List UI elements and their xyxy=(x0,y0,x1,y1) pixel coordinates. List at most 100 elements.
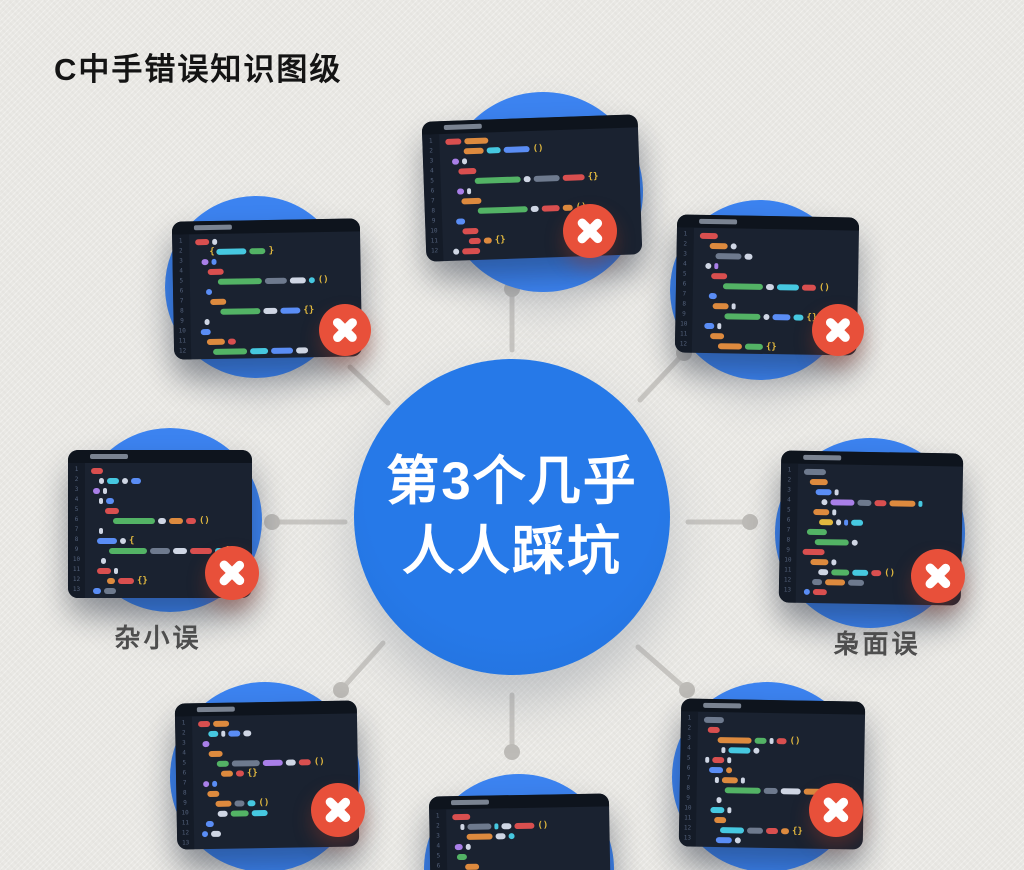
code-token xyxy=(715,837,732,844)
code-token xyxy=(122,478,128,484)
code-token xyxy=(195,239,210,246)
connector-line xyxy=(338,640,386,693)
x-icon xyxy=(319,304,371,356)
code-token xyxy=(717,323,722,330)
code-token xyxy=(746,827,764,834)
line-number: 9 xyxy=(180,317,184,325)
code-token xyxy=(461,158,468,165)
line-number: 12 xyxy=(783,576,792,584)
code-token xyxy=(454,843,463,851)
code-token xyxy=(740,777,745,784)
code-token xyxy=(765,283,775,291)
line-number: 1 xyxy=(687,714,692,722)
code-token xyxy=(477,206,528,214)
code-token xyxy=(169,518,183,524)
line-number: 1 xyxy=(435,812,440,820)
error-badge xyxy=(563,204,617,258)
line-number: 10 xyxy=(72,556,81,563)
code-token xyxy=(234,800,245,807)
code-token xyxy=(466,188,472,195)
code-token xyxy=(714,263,719,270)
code-token xyxy=(114,568,118,574)
code-token xyxy=(754,737,767,744)
code-token xyxy=(464,137,489,145)
code-token xyxy=(465,863,480,870)
code-token xyxy=(851,539,858,546)
code-token xyxy=(474,176,521,184)
code-token xyxy=(453,248,460,255)
code-token xyxy=(486,147,501,154)
code-token xyxy=(104,588,116,594)
line-number: 8 xyxy=(786,536,791,544)
center-topic-circle: 第3个几乎 人人踩坑 xyxy=(354,359,670,675)
page-title: C中手错误知识图级 xyxy=(54,52,343,87)
code-line xyxy=(453,860,604,870)
code-token xyxy=(874,500,887,507)
code-token xyxy=(217,278,262,285)
code-token xyxy=(731,303,736,310)
line-number: 4 xyxy=(436,842,441,850)
window-tab xyxy=(196,706,235,713)
code-token: {} xyxy=(137,576,148,586)
code-token xyxy=(99,478,104,484)
code-token xyxy=(249,248,266,255)
window-titlebar xyxy=(68,450,252,463)
code-token xyxy=(230,810,249,817)
code-line xyxy=(91,506,246,516)
code-token xyxy=(216,760,229,767)
code-token xyxy=(221,730,226,737)
center-topic-line2: 人人踩坑 xyxy=(401,522,622,581)
code-token xyxy=(220,308,261,315)
code-token: { xyxy=(209,246,215,257)
line-number: 1 xyxy=(74,466,79,473)
line-number: 2 xyxy=(429,147,434,155)
code-token xyxy=(726,767,733,774)
code-token xyxy=(220,770,234,777)
code-token xyxy=(466,833,493,840)
line-number: 13 xyxy=(181,839,190,847)
code-token xyxy=(211,258,217,265)
code-token xyxy=(93,488,100,494)
code-token xyxy=(831,569,850,576)
code-token xyxy=(106,498,114,504)
code-token xyxy=(801,284,817,291)
code-token xyxy=(271,347,294,354)
code-token: () xyxy=(884,568,896,579)
line-number: 7 xyxy=(686,774,691,782)
line-number: 6 xyxy=(182,769,187,777)
code-token xyxy=(834,489,839,496)
line-number: 7 xyxy=(182,779,187,787)
code-token xyxy=(228,730,241,737)
line-number: 8 xyxy=(686,784,691,792)
code-token xyxy=(190,548,212,554)
code-token xyxy=(803,588,810,595)
line-number: 2 xyxy=(683,240,688,248)
line-number: 11 xyxy=(784,566,792,574)
line-number: 11 xyxy=(72,566,81,573)
code-token xyxy=(99,498,103,504)
code-token xyxy=(107,578,115,584)
code-token xyxy=(113,518,155,524)
code-token xyxy=(803,468,827,476)
code-token xyxy=(217,810,228,817)
code-token xyxy=(772,314,791,321)
line-number: 5 xyxy=(179,277,184,285)
code-token xyxy=(206,338,225,346)
line-number: 1 xyxy=(181,719,186,727)
code-token: {} xyxy=(246,768,258,779)
code-token xyxy=(716,797,722,804)
connector-dot xyxy=(504,744,520,760)
code-token xyxy=(494,823,499,830)
line-number: 4 xyxy=(74,496,79,503)
code-token xyxy=(263,307,278,315)
code-token xyxy=(744,343,763,350)
line-number: 6 xyxy=(682,280,687,288)
code-token xyxy=(744,253,753,260)
code-token xyxy=(483,237,492,244)
code-token xyxy=(501,823,512,830)
code-token xyxy=(753,747,760,754)
line-number: 3 xyxy=(436,832,440,840)
